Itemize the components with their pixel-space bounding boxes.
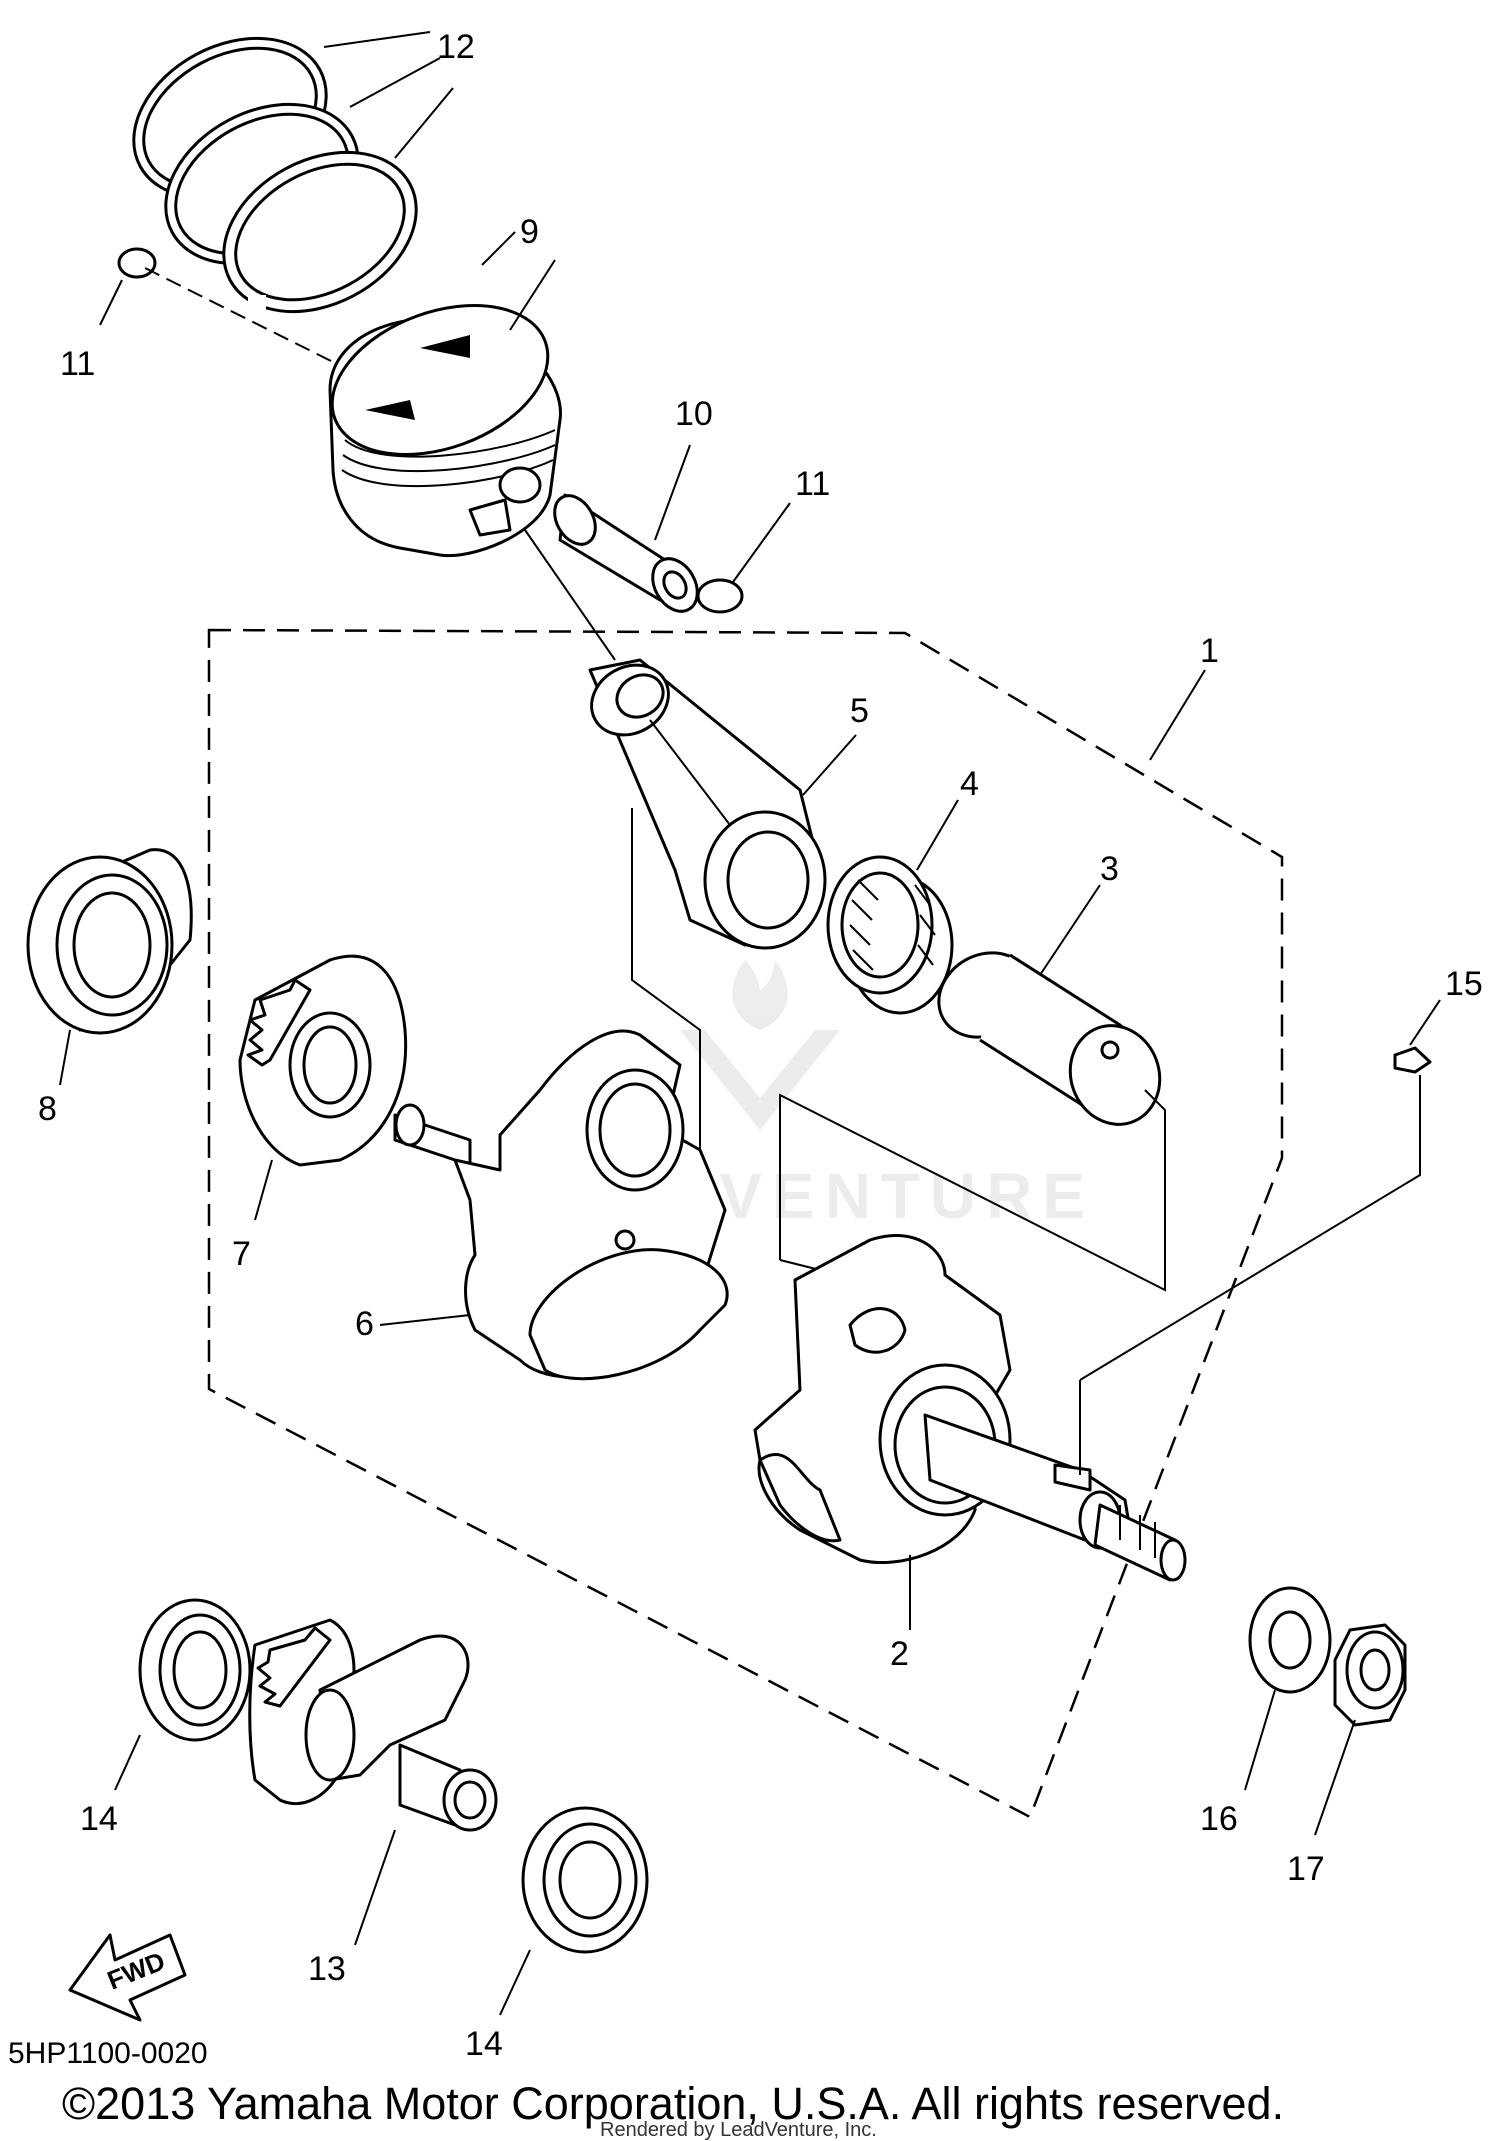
label-part-10: 10	[675, 395, 713, 433]
crank-pin	[779, 884, 1166, 1292]
washer	[1244, 1586, 1332, 1791]
crank-web-right	[753, 1234, 1187, 1630]
circlip-left	[99, 247, 336, 364]
piston-rings	[132, 31, 454, 317]
copyright-notice: ©2013 Yamaha Motor Corporation, U.S.A. A…	[62, 2078, 1284, 2129]
diagram-code: 5HP1100-0020	[8, 2037, 208, 2070]
label-part-15: 15	[1445, 965, 1483, 1003]
label-part-16: 16	[1200, 1800, 1238, 1838]
label-part-3: 3	[1100, 850, 1119, 888]
label-part-13: 13	[308, 1950, 346, 1988]
crank-web-left	[379, 1029, 729, 1381]
ball-bearing-8	[26, 848, 193, 1086]
label-part-11-left: 11	[60, 345, 95, 383]
label-part-9: 9	[520, 213, 539, 251]
thrust-gear-7	[238, 954, 408, 1221]
label-part-14-upper: 14	[80, 1800, 118, 1838]
label-part-8: 8	[38, 1090, 57, 1128]
piston	[328, 231, 562, 558]
label-part-4: 4	[960, 765, 979, 803]
balancer-shaft	[248, 1618, 498, 1946]
label-part-7: 7	[232, 1235, 251, 1273]
label-part-12: 12	[437, 28, 475, 66]
rendered-by-notice: Rendered by LeadVenture, Inc.	[600, 2119, 877, 2141]
label-part-14-lower: 14	[465, 2025, 503, 2063]
label-part-5: 5	[850, 692, 869, 730]
connecting-rod	[588, 658, 857, 1171]
label-part-17: 17	[1287, 1850, 1325, 1888]
circlip-right	[696, 502, 791, 614]
label-part-2: 2	[890, 1635, 909, 1673]
needle-bearing	[826, 799, 959, 1015]
ball-bearing-14-upper	[114, 1598, 252, 1791]
label-part-11-right: 11	[795, 465, 830, 503]
woodruff-key	[1079, 999, 1441, 1475]
ball-bearing-14-lower	[499, 1806, 649, 2016]
crankshaft-assembly-boundary	[207, 628, 1284, 1819]
label-part-6: 6	[355, 1305, 374, 1343]
nut	[1314, 1623, 1407, 1836]
piston-pin	[524, 444, 699, 661]
forward-arrow-icon: FWD	[68, 1933, 187, 2022]
label-part-1: 1	[1200, 632, 1219, 670]
